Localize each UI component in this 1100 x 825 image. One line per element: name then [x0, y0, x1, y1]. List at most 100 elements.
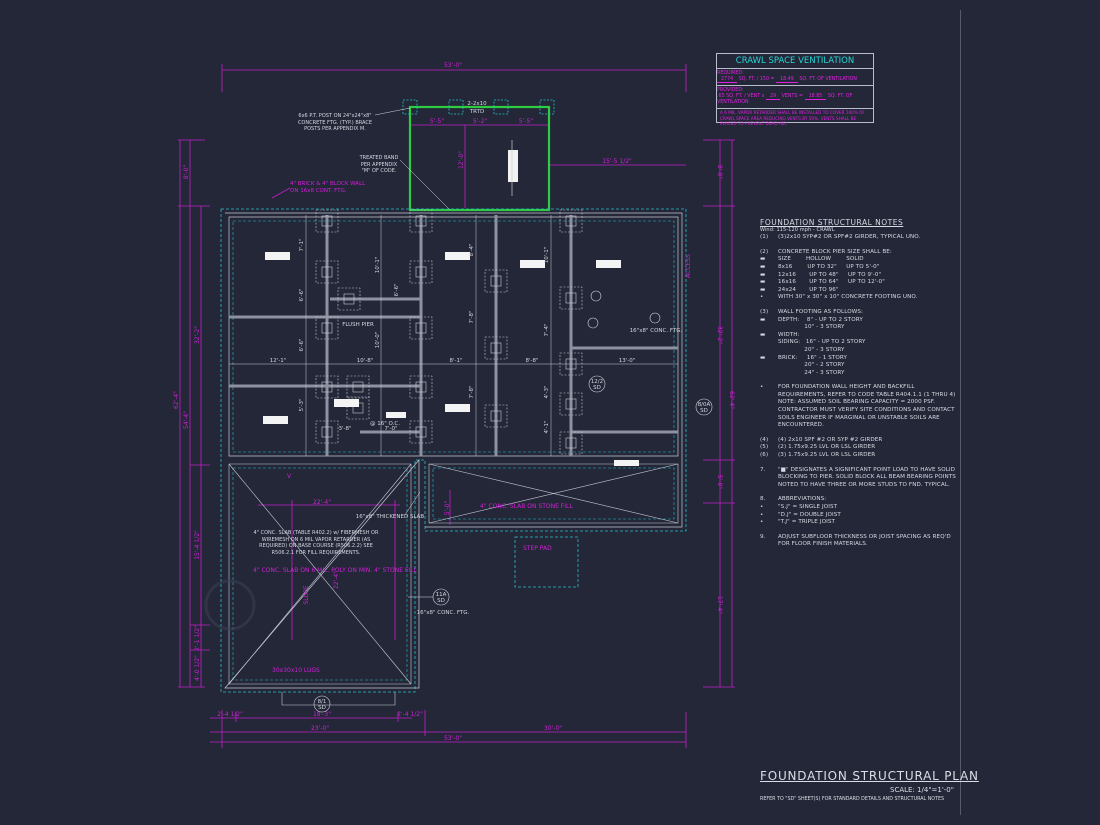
note-marker	[760, 324, 778, 332]
pier	[565, 358, 577, 370]
dim-bottom-c: 2'-4 1/2"	[397, 711, 423, 718]
note-marker: 7.	[760, 466, 766, 473]
note-item: (1) (3)2x10 SYP#2 OR SPF#2 GIRDER, TYPICA…	[760, 234, 960, 242]
pier-footing	[559, 431, 583, 455]
pier	[352, 381, 364, 393]
dim-strip-depth: 5'-0"	[444, 501, 451, 515]
note-item: 9.ADJUST SUBFLOOR THICKNESS OR JOIST SPA…	[760, 534, 960, 549]
leader-lines	[374, 107, 451, 598]
interior-dimension: 8'-8"	[525, 358, 538, 364]
pier-footing	[409, 375, 433, 399]
interior-dimension: 5'-3"	[299, 398, 305, 411]
sheet-border	[960, 10, 961, 815]
interior-dimension: 7'-8"	[469, 385, 475, 398]
note-text: WIDTH:	[778, 331, 800, 338]
note-marker: (3)	[760, 308, 769, 315]
pier-footing	[315, 209, 339, 233]
note-text: 24x24 UP TO 96"	[778, 286, 839, 293]
note-text: ADJUST SUBFLOOR THICKNESS OR JOIST SPACI…	[778, 533, 953, 548]
note-text: ABBREVIATIONS:	[778, 496, 827, 503]
note-item: •"T.J" = TRIPLE JOIST	[760, 519, 960, 527]
note-marker: (1)	[760, 234, 769, 241]
note-text: BRICK: 16" - 1 STORY	[778, 354, 848, 361]
note-text: 8x16 UP TO 32" UP TO 5'-0"	[778, 263, 880, 270]
section-1-top: 12/2	[591, 379, 603, 385]
interior-dimension: 10'-1"	[544, 247, 550, 264]
note-item: ▬8x16 UP TO 32" UP TO 5'-0"	[760, 264, 960, 272]
required-unit: SQ. FT. OF VENTILATION	[799, 77, 858, 82]
pier	[415, 266, 427, 278]
note-item: •"D.J" = DOUBLE JOIST	[760, 512, 960, 520]
note-marker: ▬	[760, 256, 766, 263]
section-4-bot: SD	[700, 408, 708, 414]
pier-footing	[315, 260, 339, 284]
interior-dimension: 7'-1"	[299, 238, 305, 251]
interior-dimensions: 12'-1"10'-8"8'-1"8'-8"13'-0"7'-1"6'-6"6'…	[270, 238, 636, 433]
dim-right-lower: 17'-4"	[716, 596, 723, 614]
note-text: SIDING: 16" - UP TO 2 STORY	[778, 339, 866, 346]
note-marker: (2)	[760, 248, 769, 255]
interior-dimension: 7'-8"	[469, 310, 475, 323]
note-item: 10" - 3 STORY	[760, 324, 960, 332]
note-item: 7."■" DESIGNATES A SIGNIFICANT POINT LOA…	[760, 467, 960, 490]
drawing-title: FOUNDATION STRUCTURAL PLAN	[760, 769, 979, 783]
note-text: (3)2x10 SYP#2 OR SPF#2 GIRDER, TYPICAL U…	[778, 234, 921, 241]
dim-porch-depth: 12'-0"	[458, 151, 465, 169]
dim-right-strip: 5'-0"	[716, 475, 723, 489]
flush-pier-label: FLUSH PIER	[342, 322, 374, 328]
footing-callout-2: 16"x8" CONC. FTG.	[417, 610, 470, 616]
note-marker: ▬	[760, 354, 766, 361]
dim-right-house: 32'-2"	[716, 326, 723, 344]
step-pad-label: STEP PAD	[523, 545, 552, 552]
provided-per-vent: .65 SQ. FT. / VENT x	[717, 94, 765, 99]
pier-footing	[484, 404, 508, 428]
dim-porch-a: 5'-5"	[430, 118, 444, 125]
note-marker	[760, 362, 778, 370]
pier-footing	[315, 316, 339, 340]
note-item: • "S.J" = SINGLE JOIST	[760, 504, 960, 512]
pier	[321, 426, 333, 438]
pier	[490, 275, 502, 287]
dim-left-overall: 62'-4"	[173, 391, 180, 409]
post-callout: 6x6 P.T. POST ON 24"x24"x8" CONCRETE FTG…	[297, 113, 373, 132]
section-3-top: 11A	[436, 592, 447, 598]
pier	[565, 398, 577, 410]
interior-dimension: 6'-6"	[394, 283, 400, 296]
pier-footing	[559, 209, 583, 233]
note-text: (2) 1.75x9.25 LVL OR LSL GIRDER	[778, 444, 876, 451]
pier-footing	[559, 286, 583, 310]
note-marker: •	[760, 384, 764, 391]
section-2-bot: SD	[318, 705, 326, 711]
note-item: ▬SIZE HOLLOW SOLID	[760, 256, 960, 264]
note-marker: ▬	[760, 331, 766, 338]
beam-callout-sub: TRTD	[469, 109, 484, 115]
foundation-walls	[220, 208, 687, 706]
note-text: 20" - 3 STORY	[778, 346, 845, 353]
pier	[415, 215, 427, 227]
note-marker: •	[760, 504, 764, 510]
pier	[343, 293, 355, 305]
dim-right-top: 8'-0"	[716, 165, 723, 179]
required-result: 18.49	[776, 77, 798, 83]
drawing-scale: SCALE: 1/4"=1'-0"	[890, 786, 954, 794]
provided-unit: SQ. FT. OF VENTILATION	[717, 94, 853, 105]
note-item: 8.ABBREVIATIONS:	[760, 496, 960, 504]
note-text: "S.J" = SINGLE JOIST	[778, 504, 838, 510]
note-item: SIDING: 16" - UP TO 2 STORY	[760, 339, 960, 347]
section-markers	[313, 290, 713, 713]
note-marker: ▬	[760, 279, 766, 286]
interior-dimension: 10'-1"	[375, 257, 381, 274]
note-item: 20" - 3 STORY	[760, 347, 960, 355]
interior-dimension: 10'-0"	[375, 332, 381, 349]
dim-left-g2: 2'-1 1/2"	[194, 625, 201, 651]
note-marker: (6)	[760, 452, 769, 459]
note-item: ▬16x16 UP TO 64" UP TO 12'-0"	[760, 279, 960, 287]
joist-dimension-lines	[229, 215, 678, 456]
note-text: (4) 2x10 SPF #2 OR SYP #2 GIRDER	[778, 436, 883, 443]
pier	[415, 381, 427, 393]
note-text: 20" - 2 STORY	[778, 362, 845, 369]
girders	[229, 215, 678, 456]
pier-footing	[346, 396, 370, 420]
pier	[490, 410, 502, 422]
note-text: 12x16 UP TO 48" UP TO 9'-0"	[778, 271, 882, 278]
